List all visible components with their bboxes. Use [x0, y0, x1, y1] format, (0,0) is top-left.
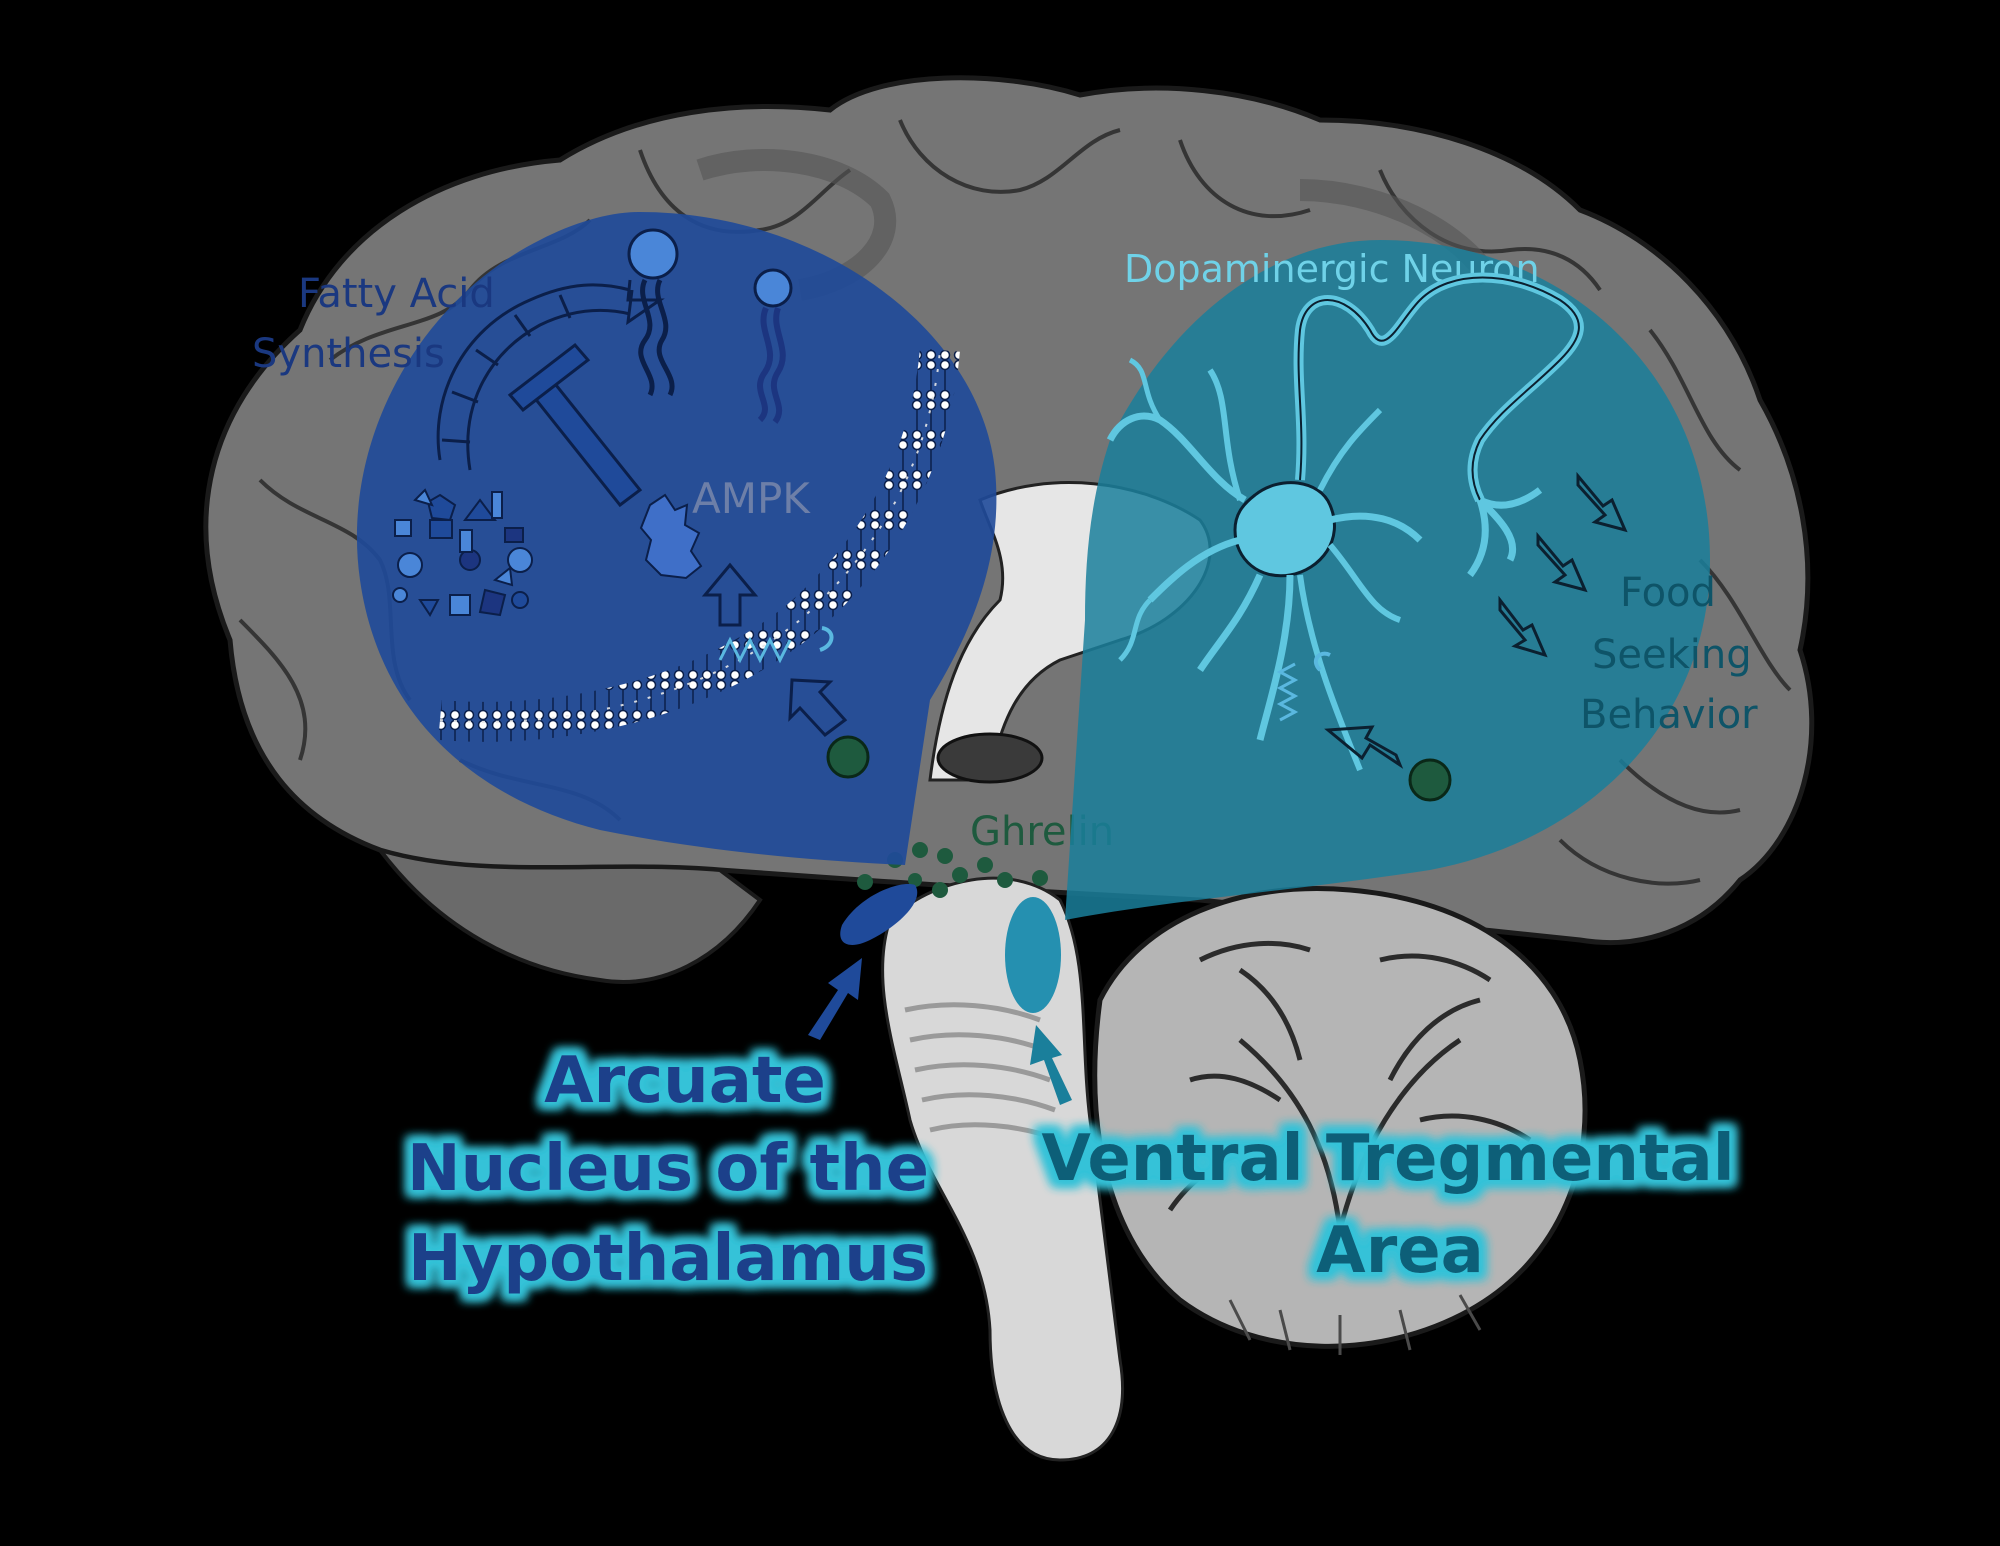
vta-title: Ventral Tregmental Area	[1041, 1122, 1734, 1288]
ghrelin-receptor-vta	[1276, 662, 1299, 722]
fatty-acid-molecules	[627, 228, 793, 424]
metabolite-cluster	[392, 488, 533, 617]
ampk-label: AMPK	[692, 474, 811, 523]
receptor-ligand-hook	[819, 626, 834, 652]
vta-arrow	[1030, 1025, 1072, 1105]
arrow-ghrelin-to-neuron	[1324, 725, 1404, 769]
temporal-lobe	[374, 846, 763, 984]
ghrelin-molecule-arcuate	[826, 735, 870, 779]
arcuate-label-line3: Hypothalamus	[408, 1222, 928, 1296]
cell-membrane	[438, 348, 960, 742]
fatty-acid-label-line2: Synthesis	[252, 331, 445, 377]
food-seeking-arrows	[1498, 471, 1628, 658]
food-label-line3: Behavior	[1580, 692, 1758, 738]
ghrelin-molecule-vta	[1408, 758, 1452, 802]
arcuate-title: Arcuate Nucleus of the Hypothalamus	[407, 1044, 929, 1296]
vta-bubble: Dopaminergic Neuron	[1065, 240, 1758, 920]
pons-stripes	[904, 1002, 1061, 1143]
fatty-acid-pathway-arrow	[436, 279, 665, 471]
ventral-tegmental-area-blob	[1005, 897, 1061, 1013]
cerebellum	[1092, 886, 1588, 1355]
ghrelin-receptor-arcuate	[718, 636, 792, 664]
vta-label-line1: Ventral Tregmental	[1041, 1122, 1734, 1196]
arcuate-label-line1: Arcuate	[544, 1044, 826, 1118]
food-label-line1: Food	[1620, 570, 1716, 616]
arcuate-label-line2: Nucleus of the	[407, 1132, 929, 1206]
arcuate-arrow	[808, 958, 862, 1040]
food-label-line2: Seeking	[1592, 632, 1752, 678]
vta-label-line2: Area	[1316, 1214, 1484, 1288]
arcuate-nucleus	[840, 884, 918, 945]
arrow-ghrelin-to-receptor	[788, 678, 848, 738]
brainstem	[881, 876, 1124, 1462]
ampk-protein	[639, 493, 703, 580]
ventricle	[936, 732, 1044, 784]
fatty-acid-label-line1: Fatty Acid	[298, 271, 495, 317]
arcuate-bubble: AMPK	[252, 212, 997, 865]
arrow-receptor-to-ampk	[701, 562, 759, 627]
vta-receptor-hook	[1313, 651, 1331, 672]
dopaminergic-neuron-label: Dopaminergic Neuron	[1124, 247, 1540, 291]
dopaminergic-neuron	[1106, 272, 1584, 772]
ampk-inhibition-bar	[507, 342, 643, 508]
